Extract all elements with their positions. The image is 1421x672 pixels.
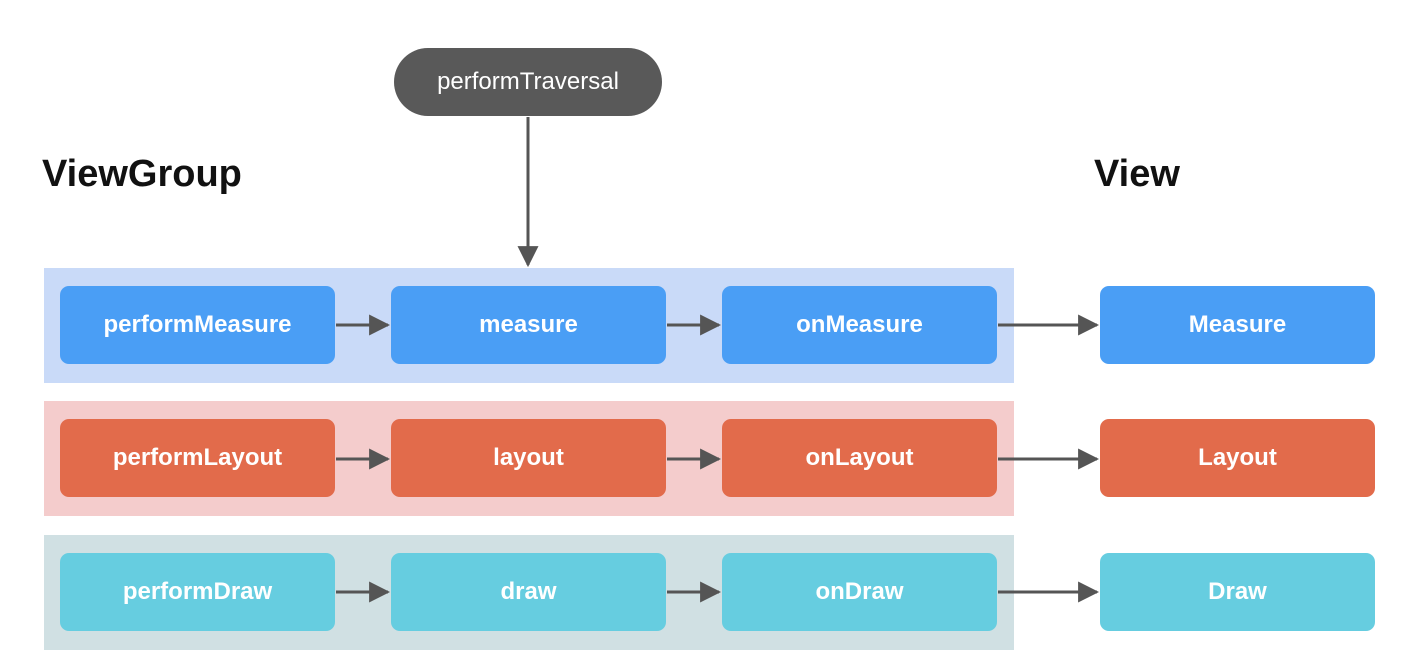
draw-node: draw xyxy=(391,553,666,631)
layout-node: layout xyxy=(391,419,666,497)
on-layout-node: onLayout xyxy=(722,419,997,497)
view-measure-node: Measure xyxy=(1100,286,1375,364)
view-heading: View xyxy=(1094,153,1180,195)
viewgroup-heading: ViewGroup xyxy=(42,153,242,195)
view-layout-node: Layout xyxy=(1100,419,1375,497)
on-measure-node: onMeasure xyxy=(722,286,997,364)
perform-traversal-node: performTraversal xyxy=(394,48,662,116)
on-draw-node: onDraw xyxy=(722,553,997,631)
measure-node: measure xyxy=(391,286,666,364)
view-draw-node: Draw xyxy=(1100,553,1375,631)
perform-measure-node: performMeasure xyxy=(60,286,335,364)
perform-draw-node: performDraw xyxy=(60,553,335,631)
perform-layout-node: performLayout xyxy=(60,419,335,497)
